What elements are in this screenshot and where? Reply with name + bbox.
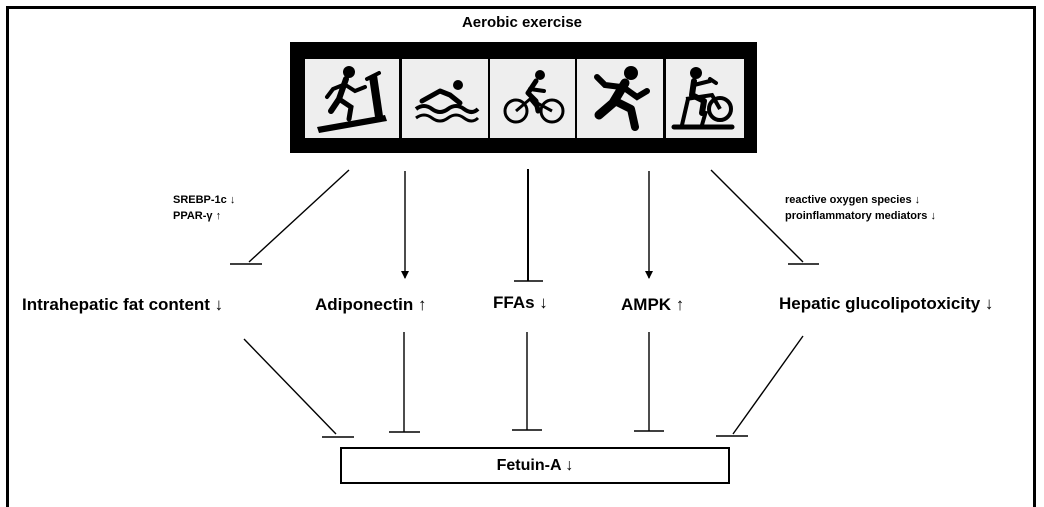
- node-hepatic-glucolipotoxicity: Hepatic glucolipotoxicity ↓: [779, 294, 994, 313]
- annotation-srebp: SREBP-1c ↓: [173, 194, 236, 206]
- swimming-icon: [402, 59, 488, 138]
- annotation-inflammatory: proinflammatory mediators ↓: [785, 210, 936, 222]
- inhibit-line-hepatic-glucolipotoxicity: [710, 169, 804, 263]
- diagram-title: Aerobic exercise: [461, 14, 583, 31]
- inhibit-line-glucolipotoxicity-to-fetuin: [732, 335, 804, 435]
- node-ffas: FFAs ↓: [493, 293, 548, 312]
- exercise-icon-band: [290, 42, 757, 153]
- outcome-box: Fetuin-A ↓: [340, 447, 730, 484]
- sprinting-icon: [577, 59, 663, 138]
- outcome-label: Fetuin-A ↓: [496, 457, 574, 474]
- annotation-ppar: PPAR-γ ↑: [173, 210, 222, 222]
- annotation-ros: reactive oxygen species ↓: [785, 194, 921, 206]
- inhibit-line-intrahepatic-fat: [248, 169, 350, 263]
- treadmill-running-icon: [305, 59, 399, 138]
- inhibit-line-fat-to-fetuin: [243, 338, 337, 435]
- cycling-icon: [490, 59, 575, 138]
- node-ampk: AMPK ↑: [621, 295, 685, 314]
- figure-border: [6, 6, 1036, 507]
- node-intrahepatic-fat: Intrahepatic fat content ↓: [22, 295, 224, 314]
- stationary-bike-icon: [666, 59, 744, 138]
- node-adiponectin: Adiponectin ↑: [315, 295, 427, 314]
